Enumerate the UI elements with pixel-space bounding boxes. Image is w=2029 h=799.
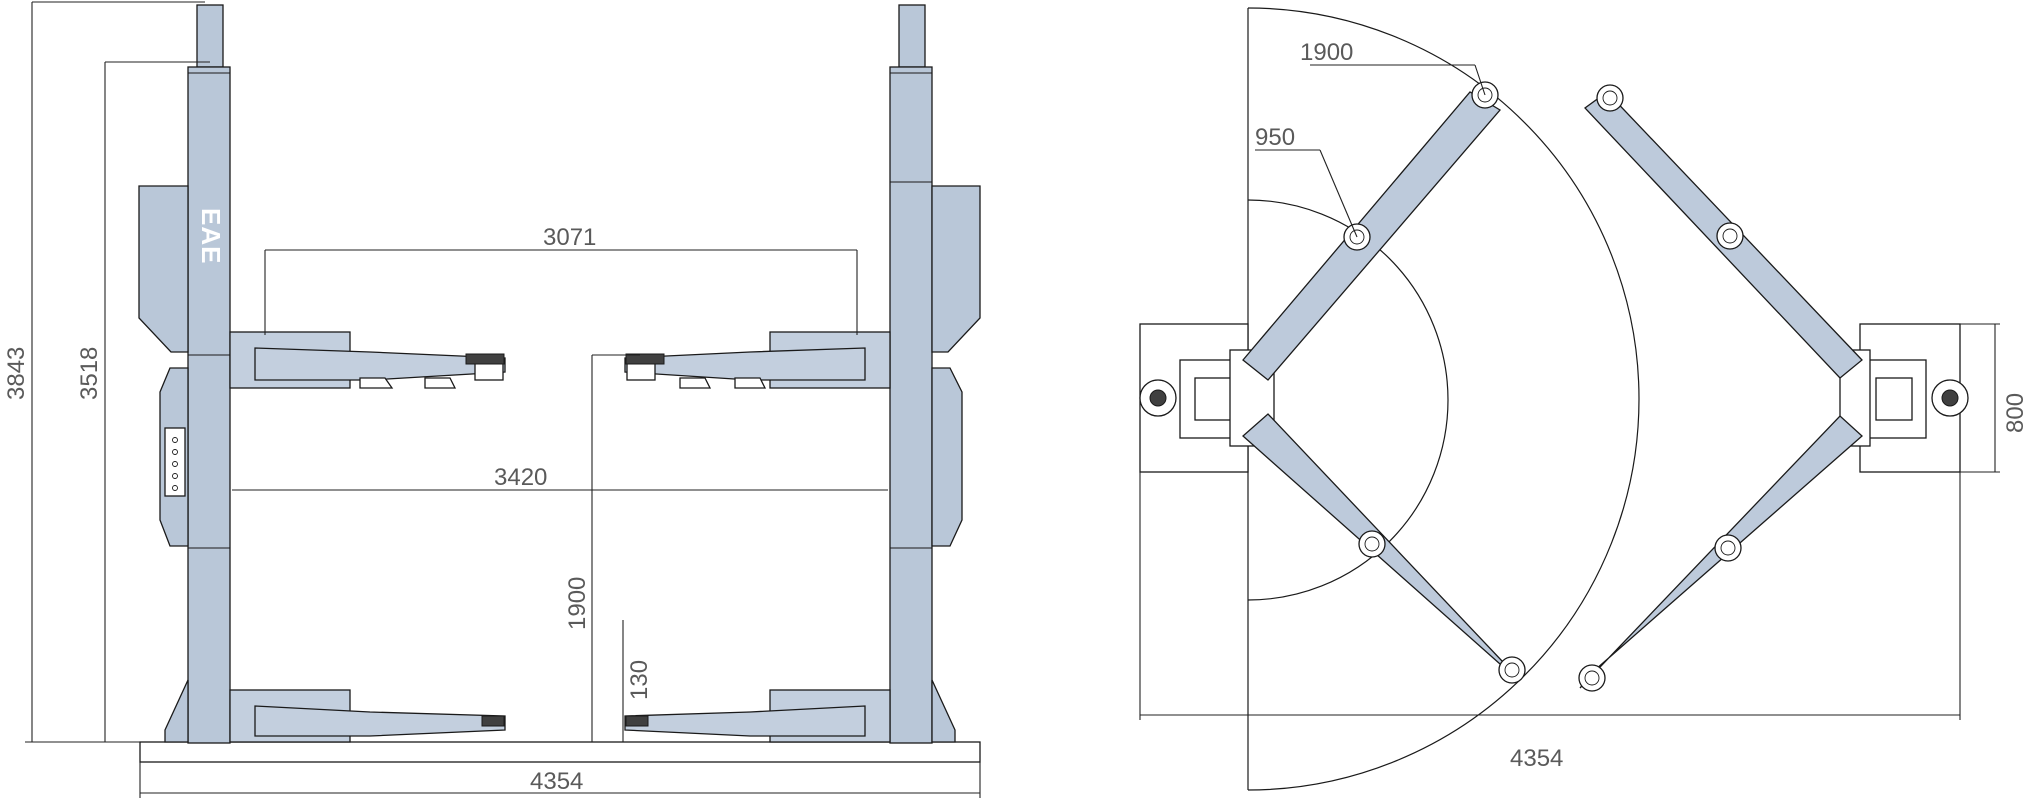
top-dimensions: 1900 950 800 4354 bbox=[1139, 39, 2029, 772]
dim-overall-width-side: 4354 bbox=[530, 768, 583, 795]
base-plate bbox=[139, 741, 981, 763]
dim-overall-width-top: 4354 bbox=[1510, 745, 1563, 772]
dim-overall-height: 3843 bbox=[3, 347, 30, 400]
upper-arms bbox=[229, 331, 891, 389]
left-post: EAE bbox=[138, 4, 231, 744]
dim-lift-height: 1900 bbox=[564, 577, 591, 630]
lower-arms bbox=[229, 689, 891, 743]
control-panel bbox=[164, 427, 186, 497]
swing-arc-inner bbox=[1247, 199, 1449, 601]
top-arms bbox=[1242, 91, 1863, 689]
dim-arm-reach-min: 950 bbox=[1255, 124, 1295, 151]
dim-base-depth: 800 bbox=[2002, 393, 2029, 433]
dim-post-height: 3518 bbox=[76, 347, 103, 400]
dim-arm-span: 3071 bbox=[543, 224, 596, 251]
top-view: 1900 950 800 4354 bbox=[1139, 7, 2029, 791]
brand-logo: EAE bbox=[196, 208, 226, 264]
dim-arm-reach-max: 1900 bbox=[1300, 39, 1353, 66]
right-post bbox=[889, 4, 981, 744]
side-dimensions: 3843 3518 3071 3420 1900 130 4354 bbox=[3, 1, 981, 798]
swing-arc-outer bbox=[1247, 7, 1640, 791]
arm-left-top bbox=[1242, 91, 1501, 381]
dim-pad-height: 130 bbox=[626, 660, 653, 700]
side-view: EAE bbox=[3, 1, 981, 798]
dim-inner-width: 3420 bbox=[494, 464, 547, 491]
